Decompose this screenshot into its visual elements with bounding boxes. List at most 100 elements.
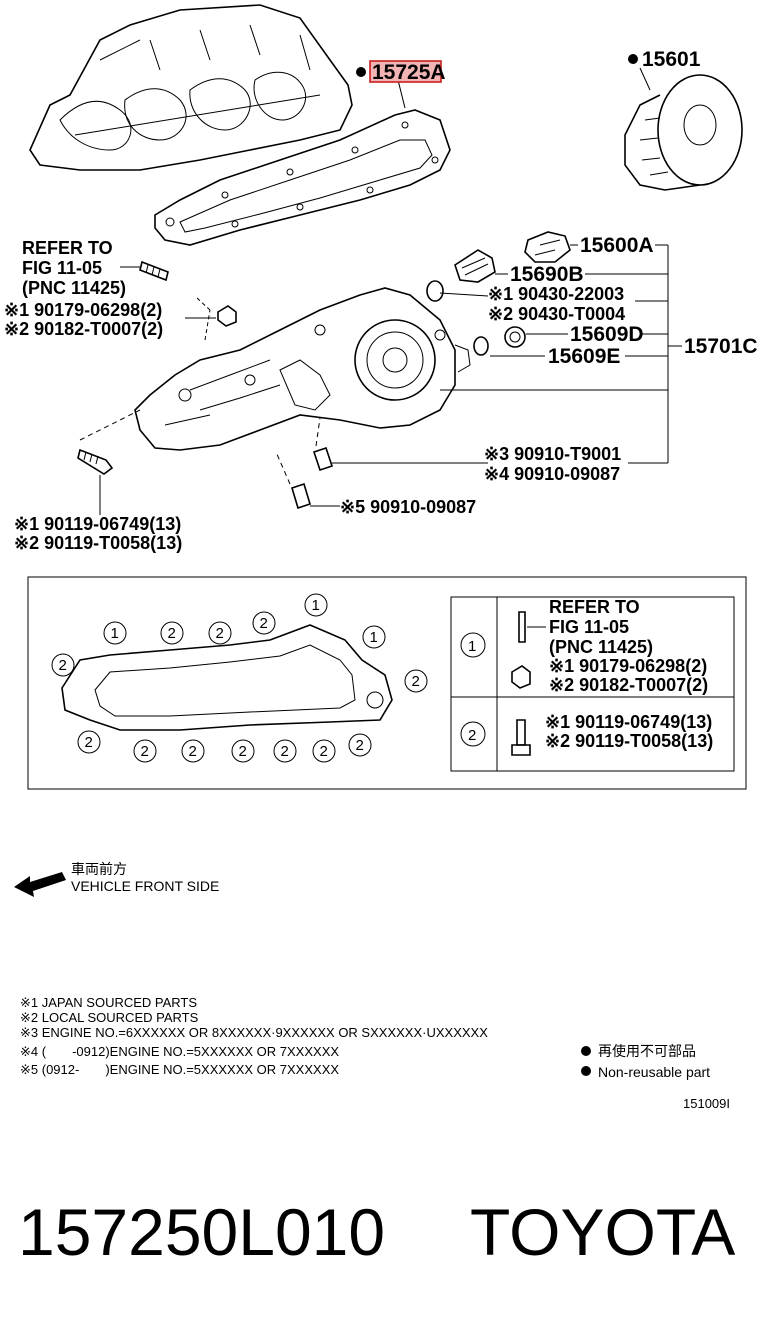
- inset-marker-circle: [273, 739, 297, 763]
- note-3: ※3 ENGINE NO.=6XXXXXX OR 8XXXXXX·9XXXXXX…: [20, 1025, 488, 1040]
- callout-15701c[interactable]: 15701C: [684, 335, 758, 358]
- table-row1-part1[interactable]: ※1 90179-06298(2): [549, 656, 707, 676]
- legend-dot-en: [581, 1066, 591, 1076]
- callout-bolt-d2[interactable]: ※2 90119-T0058(13): [14, 533, 182, 553]
- callout-15725a[interactable]: 15725A: [372, 61, 446, 84]
- inset-marker-circle: [348, 733, 372, 757]
- gasket-ring-drawing: [426, 280, 444, 302]
- table-row2-marker: 2: [468, 727, 476, 744]
- inset-marker-circle: [103, 621, 127, 645]
- direction-jp: 車両前方: [71, 861, 127, 877]
- dash-nut: [196, 297, 211, 341]
- legend-dot-jp: [581, 1046, 591, 1056]
- drain-plug-drawing: [291, 446, 334, 510]
- stud-bolt-drawing: [139, 260, 169, 282]
- callout-bolt-a1[interactable]: ※1 90179-06298(2): [4, 300, 162, 320]
- note-1: ※1 JAPAN SOURCED PARTS: [20, 995, 197, 1010]
- inset-marker-number: 2: [59, 657, 67, 674]
- inset-marker-number: 2: [320, 743, 328, 760]
- callout-plug-c3[interactable]: ※3 90910-T9001: [484, 444, 621, 464]
- inset-marker-number: 2: [85, 734, 93, 751]
- part-number: 157250L010: [18, 1195, 385, 1269]
- inset-marker-circle: [181, 739, 205, 763]
- dash-bolt-left: [79, 409, 141, 441]
- table-row1-marker: 1: [468, 638, 476, 655]
- inset-marker-number: 2: [141, 743, 149, 760]
- front-arrow-icon: [14, 872, 66, 897]
- table-refer3: (PNC 11425): [549, 637, 653, 657]
- inset-marker-number: 1: [370, 629, 378, 646]
- inset-marker-number: 2: [412, 673, 420, 690]
- inset-marker-circle: [208, 621, 232, 645]
- dash-plugs: [275, 417, 321, 485]
- direction-en: VEHICLE FRONT SIDE: [71, 878, 219, 894]
- callout-bolt-d1[interactable]: ※1 90119-06749(13): [14, 514, 181, 534]
- bolt-layout-inset: [27, 576, 747, 790]
- assembly-bracket: [440, 244, 682, 464]
- note-2: ※2 LOCAL SOURCED PARTS: [20, 1010, 199, 1025]
- inset-marker-number: 2: [189, 743, 197, 760]
- inset-marker-circle: [404, 669, 428, 693]
- callout-15690b[interactable]: 15690B: [510, 263, 584, 286]
- callout-bolt-a2[interactable]: ※2 90182-T0007(2): [4, 319, 163, 339]
- oil-filter-drawing: [624, 74, 743, 191]
- table-row1-marker-circle: [460, 632, 486, 658]
- refer-line3: (PNC 11425): [22, 278, 126, 298]
- refer-line2[interactable]: FIG 11-05: [22, 258, 102, 278]
- callout-15600a[interactable]: 15600A: [580, 234, 654, 257]
- inset-marker-number: 2: [239, 743, 247, 760]
- table-refer2[interactable]: FIG 11-05: [549, 617, 629, 637]
- inset-marker-number: 1: [312, 597, 320, 614]
- inset-gasket-outline: [61, 624, 393, 731]
- oil-pressure-sensor-drawing: [454, 249, 496, 283]
- callout-plug-c4[interactable]: ※4 90910-09087: [484, 464, 620, 484]
- legend-en: Non-reusable part: [598, 1064, 710, 1080]
- inset-marker-circle: [77, 730, 101, 754]
- union-drawing: [504, 326, 526, 348]
- callout-15609d[interactable]: 15609D: [570, 323, 644, 346]
- inset-table: [450, 596, 735, 772]
- inset-marker-circle: [160, 621, 184, 645]
- inset-marker-circle: [362, 625, 386, 649]
- bolt-drawing: [77, 448, 114, 475]
- table-stud-icon: [511, 611, 531, 756]
- washer-drawing: [473, 336, 489, 356]
- callout-15601[interactable]: 15601: [642, 48, 701, 71]
- figure-code: 151009I: [683, 1096, 730, 1111]
- water-pump-assembly-drawing: [134, 287, 471, 451]
- refer-line1: REFER TO: [22, 238, 113, 258]
- inset-marker-circle: [312, 739, 336, 763]
- inset-marker-number: 2: [260, 615, 268, 632]
- table-refer1: REFER TO: [549, 597, 640, 617]
- table-row1-part2[interactable]: ※2 90182-T0007(2): [549, 675, 708, 695]
- inset-marker-number: 2: [216, 625, 224, 642]
- oil-pressure-switch-drawing: [524, 231, 571, 263]
- highlight-box-15725a: [369, 60, 442, 83]
- legend-jp: 再使用不可部品: [598, 1043, 696, 1059]
- inset-marker-circle: [252, 611, 276, 635]
- callout-gasket-b2[interactable]: ※2 90430-T0004: [488, 304, 625, 324]
- water-pump-cover-gasket-drawing: [154, 109, 451, 246]
- inset-marker-circle: [51, 653, 75, 677]
- table-row2-marker-circle: [460, 721, 486, 747]
- callout-gasket-b1[interactable]: ※1 90430-22003: [488, 284, 624, 304]
- callout-plug-c5[interactable]: ※5 90910-09087: [340, 497, 476, 517]
- inset-marker-number: 2: [168, 625, 176, 642]
- brand-name: TOYOTA: [470, 1195, 735, 1269]
- inset-marker-number: 1: [111, 625, 119, 642]
- callout-15609e[interactable]: 15609E: [548, 345, 620, 368]
- non-reusable-dot-15725a: [356, 67, 366, 77]
- leader-gasket-ring: [439, 292, 489, 297]
- non-reusable-dot-15601: [628, 54, 638, 64]
- engine-block-drawing: [29, 4, 353, 171]
- note-5: ※5 (0912- )ENGINE NO.=5XXXXXX OR 7XXXXXX: [20, 1062, 339, 1077]
- inset-marker-circle: [231, 739, 255, 763]
- table-row2-part1[interactable]: ※1 90119-06749(13): [545, 712, 712, 732]
- table-row2-part2[interactable]: ※2 90119-T0058(13): [545, 731, 713, 751]
- leader-15601: [639, 67, 651, 91]
- inset-marker-circle: [133, 739, 157, 763]
- inset-marker-number: 2: [356, 737, 364, 754]
- note-4: ※4 ( -0912)ENGINE NO.=5XXXXXX OR 7XXXXXX: [20, 1044, 339, 1059]
